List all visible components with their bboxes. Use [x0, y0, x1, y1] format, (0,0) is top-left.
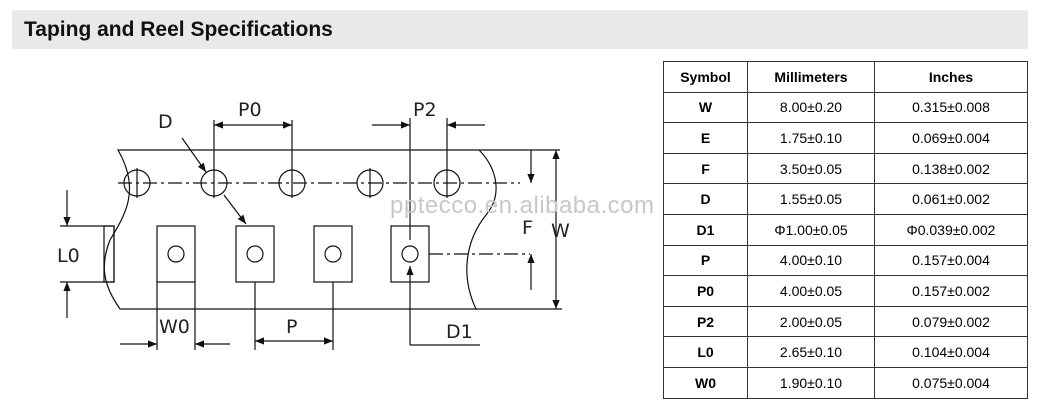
label-P: P — [286, 316, 297, 338]
label-D: D — [158, 111, 173, 133]
label-W0: W0 — [159, 316, 190, 338]
watermark: pptecco.en.alibaba.com — [390, 192, 655, 219]
cell-symbol: W — [663, 91, 748, 124]
tape-diagram: D P0 P2 L0 F W W0 P D1 — [57, 99, 570, 350]
cell-mm: 1.75±0.10 — [747, 122, 875, 154]
cell-symbol: L0 — [663, 336, 748, 368]
label-P2: P2 — [413, 99, 437, 121]
page-title: Taping and Reel Specifications — [24, 18, 333, 41]
cell-mm: 8.00±0.20 — [747, 91, 875, 124]
pocket — [313, 225, 353, 283]
cell-symbol: W0 — [663, 366, 748, 399]
cell-symbol: D — [663, 183, 748, 215]
pocket — [156, 225, 196, 283]
cell-mm: Φ1.00±0.05 — [747, 213, 875, 246]
cell-inch: 0.079±0.002 — [874, 305, 1028, 338]
cell-mm: 4.00±0.05 — [747, 275, 875, 307]
cell-inch: 0.061±0.002 — [874, 183, 1028, 215]
cell-mm: 1.55±0.05 — [747, 183, 875, 215]
label-P0: P0 — [238, 99, 262, 121]
label-W: W — [551, 220, 570, 242]
label-F: F — [522, 217, 533, 239]
cell-inch: 0.157±0.004 — [874, 244, 1028, 277]
table-header-row: Symbol Millimeters Inches — [663, 61, 1028, 93]
cell-symbol: P0 — [663, 275, 748, 307]
pocket — [235, 225, 275, 283]
cell-symbol: D1 — [663, 213, 748, 246]
cell-mm: 2.65±0.10 — [747, 336, 875, 368]
label-L0: L0 — [57, 245, 80, 267]
cell-symbol: P — [663, 244, 748, 277]
cell-inch: 0.315±0.008 — [874, 91, 1028, 124]
cell-symbol: E — [663, 122, 748, 154]
cell-mm: 3.50±0.05 — [747, 152, 875, 185]
cell-mm: 1.90±0.10 — [747, 366, 875, 399]
header-millimeters: Millimeters — [747, 61, 875, 93]
label-D1: D1 — [446, 321, 473, 343]
title-bar: Taping and Reel Specifications — [12, 10, 1028, 49]
cell-mm: 4.00±0.10 — [747, 244, 875, 277]
cell-mm: 2.00±0.05 — [747, 305, 875, 338]
cell-inch: 0.075±0.004 — [874, 366, 1028, 399]
cell-inch: 0.069±0.004 — [874, 122, 1028, 154]
cell-inch: Φ0.039±0.002 — [874, 213, 1028, 246]
cell-symbol: P2 — [663, 305, 748, 338]
header-symbol: Symbol — [663, 61, 748, 93]
cell-symbol: F — [663, 152, 748, 185]
header-inches: Inches — [874, 61, 1028, 93]
cell-inch: 0.104±0.004 — [874, 336, 1028, 368]
cell-inch: 0.157±0.002 — [874, 275, 1028, 307]
cell-inch: 0.138±0.002 — [874, 152, 1028, 185]
